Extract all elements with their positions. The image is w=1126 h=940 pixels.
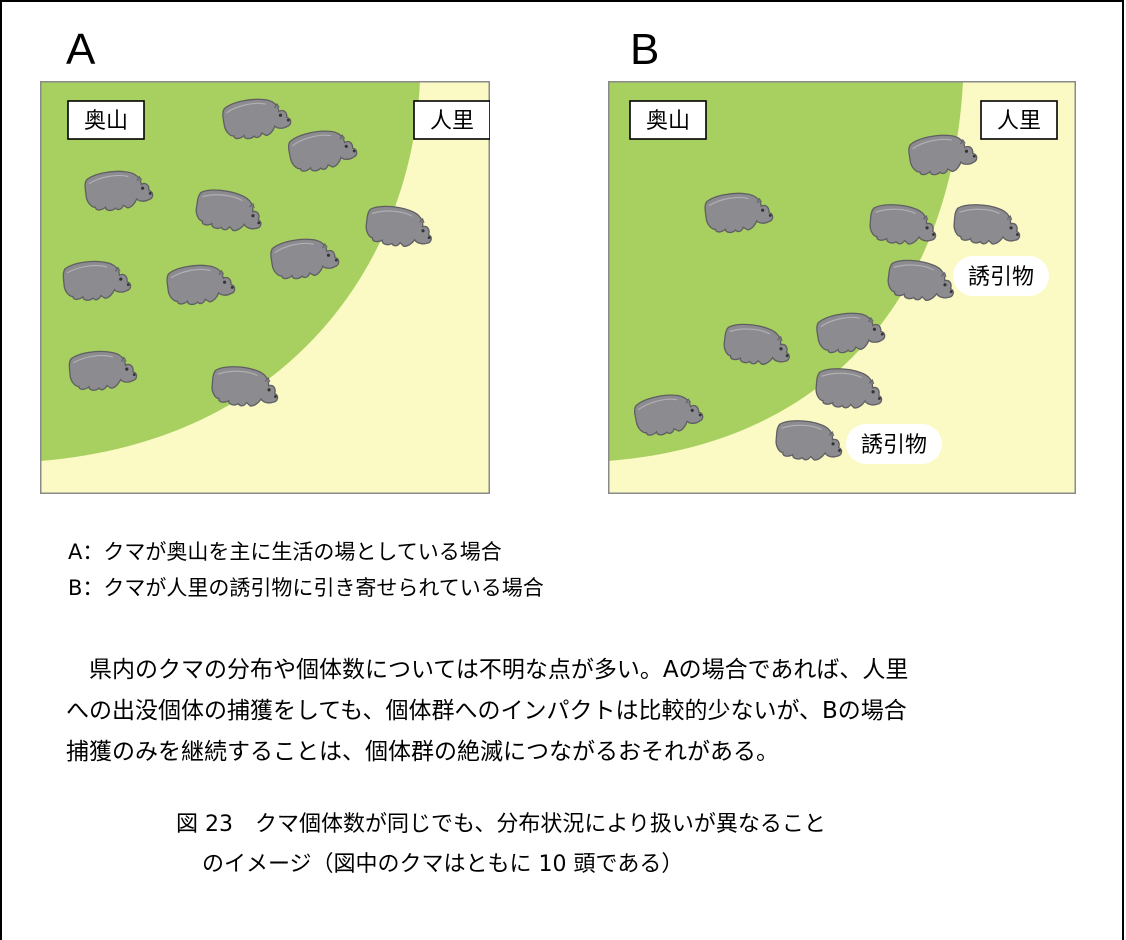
panel-b-letter: B <box>630 25 660 74</box>
figure-caption-line1: 図 23 クマ個体数が同じでも、分布状況により扱いが異なること <box>176 812 826 837</box>
paragraph-line: 捕獲のみを継続することは、個体群の絶滅につながるおそれがある。 <box>66 739 779 765</box>
label-village: 人里 <box>430 109 474 134</box>
paragraph-line: 県内のクマの分布や個体数については不明な点が多い。Aの場合であれば、人里 <box>66 657 909 683</box>
panel-a: 奥山 人里 <box>40 81 490 494</box>
label-village: 人里 <box>997 109 1041 134</box>
panel-a-letter: A <box>66 25 96 74</box>
lure-label: 誘引物 <box>861 433 927 458</box>
paragraph-line: への出没個体の捕獲をしても、個体群へのインパクトは比較的少ないが、Bの場合 <box>66 698 907 724</box>
panel-b: 奥山 人里 誘引物 誘引物 <box>608 81 1076 494</box>
caption-b: B：クマが人里の誘引物に引き寄せられている場合 <box>68 576 544 600</box>
label-mountain: 奥山 <box>646 109 690 134</box>
body-paragraph: 県内のクマの分布や個体数については不明な点が多い。Aの場合であれば、人里 への出… <box>66 650 1106 773</box>
figure-caption-line2: のイメージ（図中のクマはともに 10 頭である） <box>202 852 684 877</box>
forest-area <box>608 81 963 461</box>
label-mountain: 奥山 <box>84 109 128 134</box>
lure-label: 誘引物 <box>968 265 1034 290</box>
caption-a: A：クマが奥山を主に生活の場としている場合 <box>68 540 502 564</box>
